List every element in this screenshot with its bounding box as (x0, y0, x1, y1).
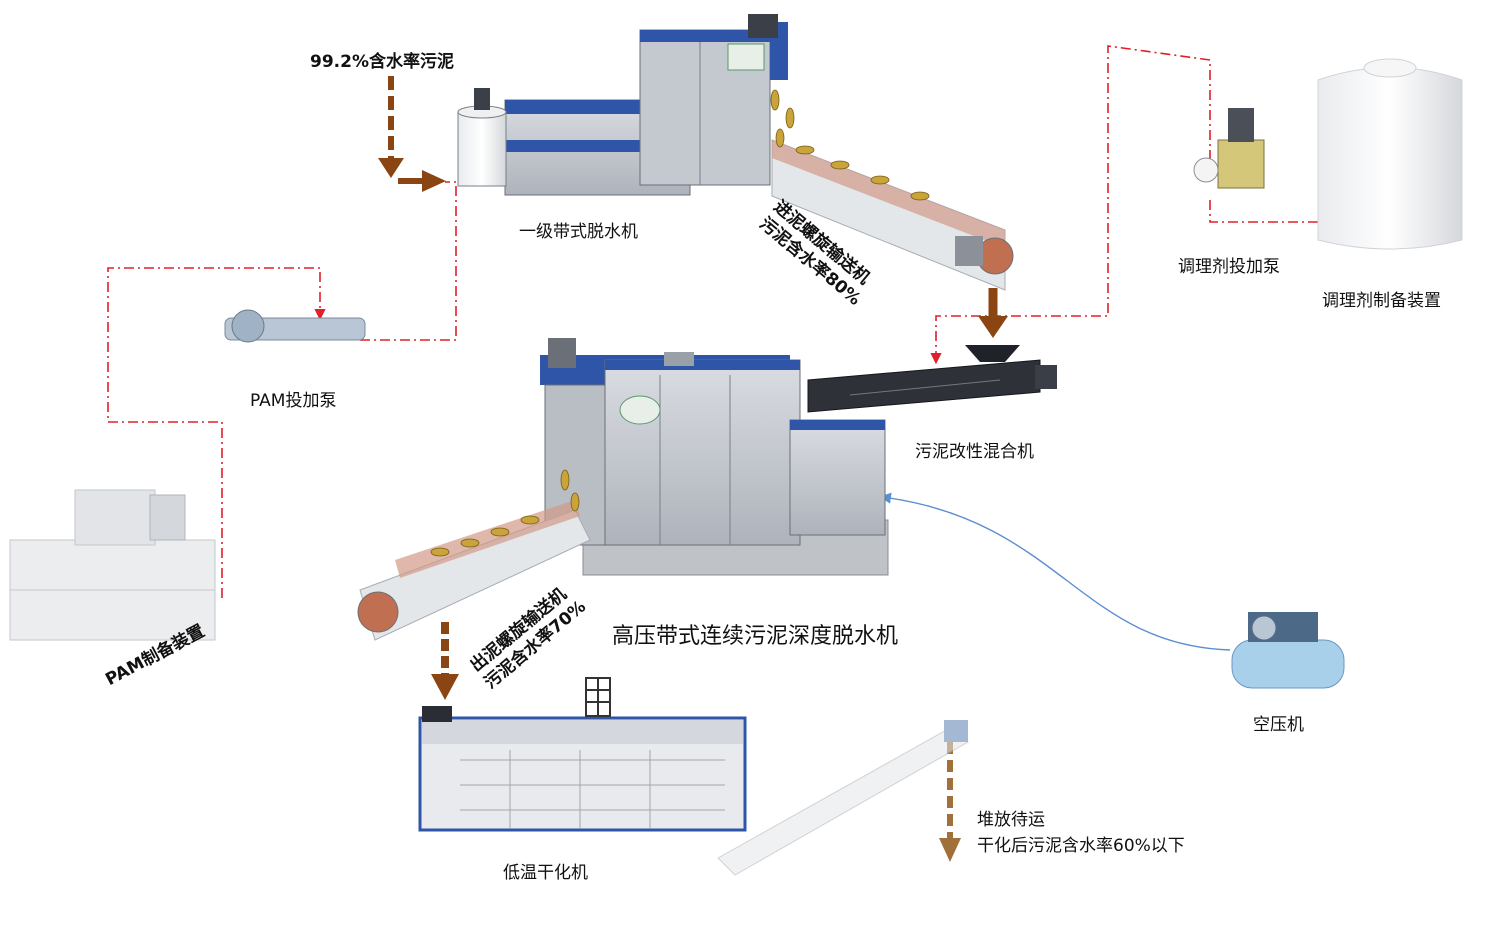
storage-line1: 堆放待运 (977, 810, 1045, 830)
label-storage: 堆放待运 干化后污泥含水率60%以下 (977, 807, 1185, 859)
conditioner-prep-tank (1317, 58, 1463, 250)
label-main-machine: 高压带式连续污泥深度脱水机 (612, 624, 899, 649)
label-conditioner-pump: 调理剂投加泵 (1178, 257, 1280, 277)
pam-dosing-lines (107, 181, 457, 598)
conditioner-dosing-lines (930, 45, 1318, 365)
label-air-compressor: 空压机 (1253, 715, 1304, 735)
pam-prep-unit (9, 489, 216, 641)
label-feed-sludge: 99.2%含水率污泥 (310, 52, 454, 72)
label-primary-belt: 一级带式脱水机 (519, 222, 638, 242)
label-conditioner-prep: 调理剂制备装置 (1322, 291, 1441, 311)
sludge-particles-outlet (430, 469, 580, 557)
storage-line2: 干化后污泥含水率60%以下 (977, 836, 1185, 856)
pam-pump (224, 309, 366, 343)
inlet-screw-conveyor (771, 139, 1014, 291)
storage-conveyor (717, 720, 969, 876)
main-belt-machine (540, 338, 889, 576)
sludge-particles-inlet (770, 89, 930, 201)
air-line (879, 492, 1231, 651)
low-temp-dryer (418, 677, 747, 832)
label-pam-pump: PAM投加泵 (250, 391, 337, 411)
label-sludge-mixer: 污泥改性混合机 (915, 442, 1034, 462)
sludge-mixer (807, 345, 1057, 413)
label-dryer: 低温干化机 (503, 863, 588, 883)
sludge-arrows (378, 76, 1008, 862)
conditioner-pump (1193, 108, 1265, 189)
air-compressor (1231, 612, 1345, 689)
mixing-tank (457, 88, 507, 187)
primary-belt-machine (504, 14, 788, 196)
